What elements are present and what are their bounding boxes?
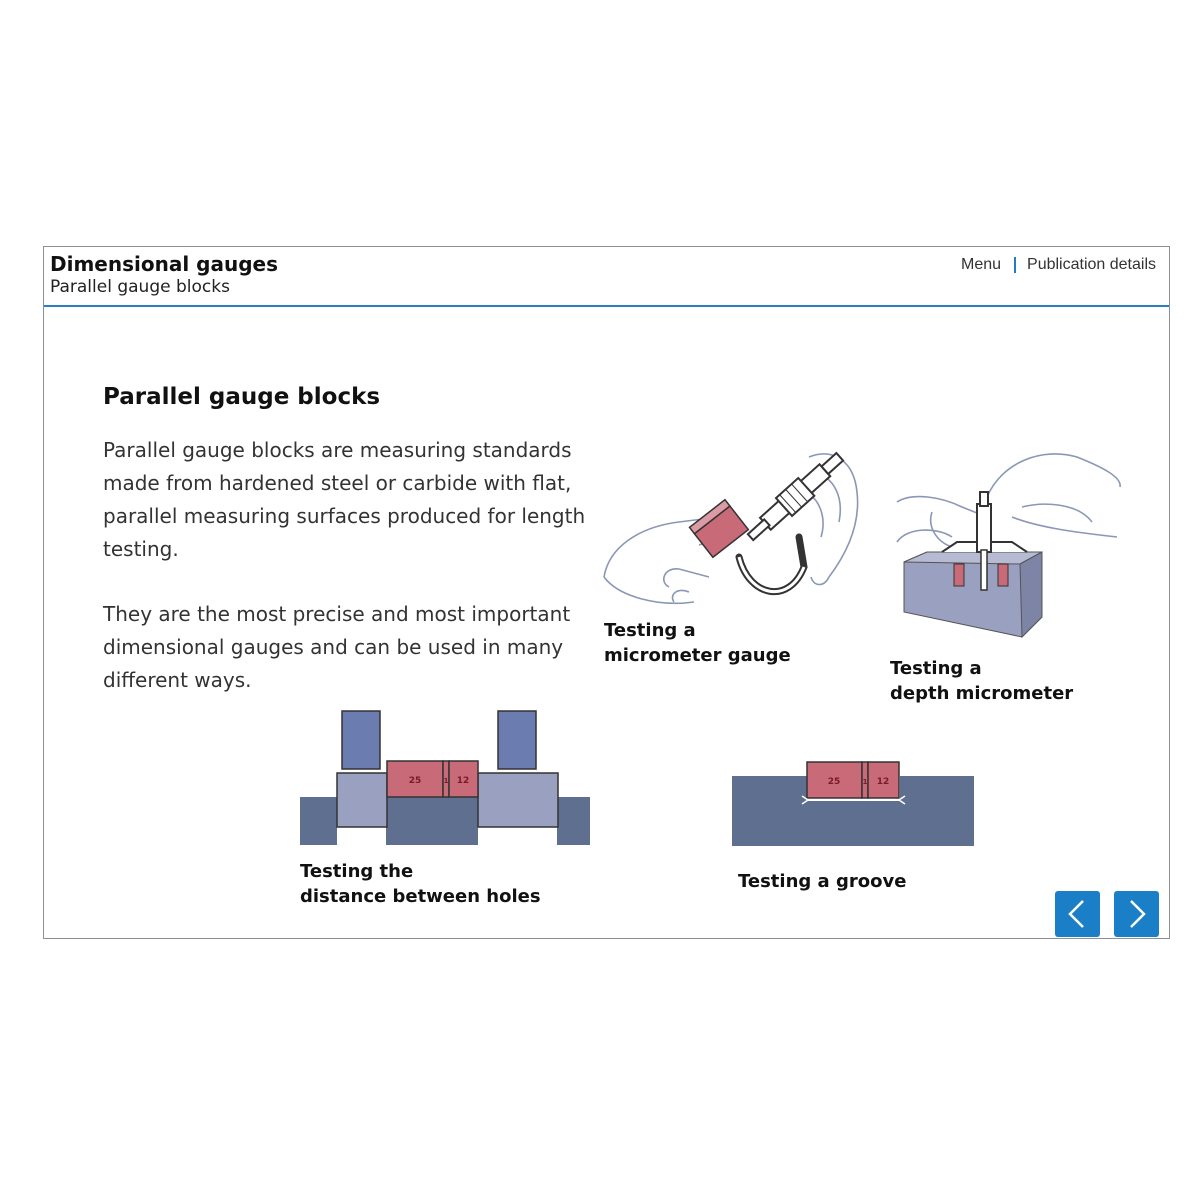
next-button[interactable]	[1114, 891, 1159, 937]
caption-line: Testing a	[890, 658, 982, 679]
course-title: Dimensional gauges	[50, 252, 278, 276]
caption-line: distance between holes	[300, 886, 541, 907]
course-subtitle: Parallel gauge blocks	[50, 277, 230, 297]
chevron-left-icon	[1068, 900, 1084, 928]
top-navigation: Menu Publication details	[961, 256, 1156, 274]
caption-line: micrometer gauge	[604, 645, 791, 666]
caption-line: depth micrometer	[890, 683, 1074, 704]
nav-divider	[1014, 257, 1017, 273]
groove-block-label-1: 1	[863, 778, 868, 786]
depth-micrometer-illustration	[896, 453, 1121, 639]
caption-line: Testing a	[604, 620, 696, 641]
caption-line: Testing the	[300, 861, 414, 882]
publication-details-link[interactable]: Publication details	[1027, 256, 1156, 273]
paragraph-intro: Parallel gauge blocks are measuring stan…	[103, 438, 586, 561]
micrometer-illustration	[603, 451, 859, 605]
micrometer-caption: Testing a micrometer gauge	[604, 618, 791, 668]
chevron-right-icon	[1130, 900, 1146, 928]
course-window: Dimensional gauges Parallel gauge blocks…	[43, 246, 1170, 939]
holes-caption: Testing the distance between holes	[300, 859, 541, 909]
caption-line: Testing a groove	[738, 871, 907, 892]
groove-caption: Testing a groove	[738, 869, 906, 894]
holes-block-label-12: 12	[457, 776, 470, 786]
slide-title: Parallel gauge blocks	[103, 384, 381, 410]
groove-block-label-12: 12	[877, 777, 890, 787]
previous-button[interactable]	[1055, 891, 1100, 937]
holes-block-label-1: 1	[444, 777, 449, 785]
holes-block-label-25: 25	[409, 776, 422, 786]
groove-illustration: 25 1 12	[732, 761, 974, 846]
groove-block-label-25: 25	[828, 777, 841, 787]
header-bar: Dimensional gauges Parallel gauge blocks…	[44, 247, 1169, 307]
holes-illustration: 25 1 12	[300, 710, 590, 845]
depth-caption: Testing a depth micrometer	[890, 656, 1073, 706]
paragraph-usage: They are the most precise and most impor…	[103, 602, 571, 692]
menu-link[interactable]: Menu	[961, 256, 1002, 273]
